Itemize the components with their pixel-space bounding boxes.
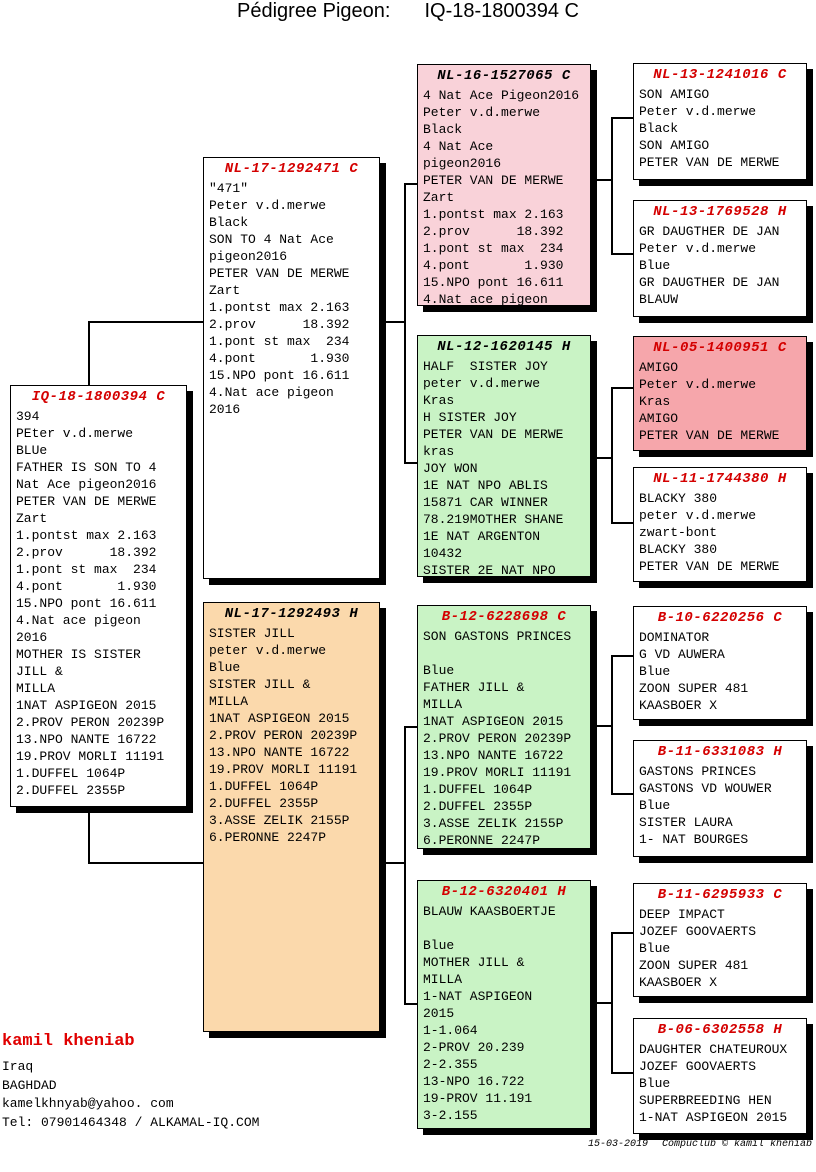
connector-line: [596, 1002, 613, 1004]
ring-number: NL-17-1292471 C: [224, 161, 359, 177]
pigeon-details: DEEP IMPACT JOZEF GOOVAERTS Blue ZOON SU…: [639, 907, 757, 990]
ring-number: NL-12-1620145 H: [437, 339, 571, 355]
connector-line: [611, 793, 634, 795]
connector-line: [611, 1072, 634, 1074]
pigeon-details: SISTER JILL peter v.d.merwe Blue SISTER …: [209, 626, 358, 845]
pigeon-details: GASTONS PRINCES GASTONS VD WOUWER Blue S…: [639, 764, 772, 847]
connector-line: [611, 387, 613, 524]
pigeon-details: AMIGO Peter v.d.merwe Kras AMIGO PETER V…: [639, 360, 780, 443]
connector-line: [611, 655, 613, 795]
ring-number: B-11-6331083 H: [657, 744, 783, 760]
ring-number: B-12-6320401 H: [441, 884, 567, 900]
connector-line: [611, 932, 613, 1074]
ring-number: NL-13-1241016 C: [653, 67, 787, 83]
connector-line: [88, 321, 90, 386]
page-title-ring-number: IQ-18-1800394 C: [424, 0, 579, 22]
page-title-label: Pédigree Pigeon:: [237, 0, 391, 22]
ring-number: B-06-6302558 H: [657, 1022, 783, 1038]
pedigree-box-dam-dam-dam: B-06-6302558 H DAUGHTER CHATEUROUX JOZEF…: [633, 1018, 807, 1134]
pigeon-details: DOMINATOR G VD AUWERA Blue ZOON SUPER 48…: [639, 630, 749, 713]
pedigree-box-sire-sire-dam: NL-13-1769528 H GR DAUGTHER DE JAN Peter…: [633, 200, 807, 317]
pigeon-details: "471" Peter v.d.merwe Black SON TO 4 Nat…: [209, 181, 350, 417]
ring-number: NL-11-1744380 H: [653, 471, 787, 487]
connector-line: [404, 462, 418, 464]
connector-line: [88, 321, 204, 323]
connector-line: [404, 183, 406, 464]
pedigree-box-dam-sire: B-12-6228698 C SON GASTONS PRINCES Blue …: [417, 605, 591, 849]
pigeon-details: HALF SISTER JOY peter v.d.merwe Kras H S…: [423, 359, 564, 577]
connector-line: [611, 387, 634, 389]
ring-number: NL-17-1292493 H: [224, 606, 359, 622]
ring-number: NL-16-1527065 C: [437, 68, 571, 84]
pigeon-details: 394 PEter v.d.merwe BLUe FATHER IS SON T…: [16, 409, 165, 798]
ring-number: B-11-6295933 C: [657, 887, 783, 903]
connector-line: [611, 117, 613, 255]
pedigree-box-dam: NL-17-1292493 H SISTER JILL peter v.d.me…: [203, 602, 380, 1032]
connector-line: [596, 725, 613, 727]
connector-line: [596, 179, 613, 181]
pedigree-box-sire-dam-dam: NL-11-1744380 H BLACKY 380 peter v.d.mer…: [633, 467, 807, 582]
pigeon-details: BLAUW KAASBOERTJE Blue MOTHER JILL & MIL…: [423, 904, 556, 1123]
connector-line: [611, 253, 634, 255]
connector-line: [611, 655, 634, 657]
pedigree-box-dam-dam-sire: B-11-6295933 C DEEP IMPACT JOZEF GOOVAER…: [633, 883, 807, 997]
pedigree-box-subject: IQ-18-1800394 C 394 PEter v.d.merwe BLUe…: [10, 385, 187, 807]
pedigree-box-sire-dam-sire: NL-05-1400951 C AMIGO Peter v.d.merwe Kr…: [633, 336, 807, 451]
connector-line: [404, 183, 418, 185]
pigeon-details: DAUGHTER CHATEUROUX JOZEF GOOVAERTS Blue…: [639, 1042, 788, 1125]
connector-line: [404, 726, 406, 1005]
pedigree-box-sire: NL-17-1292471 C "471" Peter v.d.merwe Bl…: [203, 157, 380, 579]
pedigree-box-dam-sire-sire: B-10-6220256 C DOMINATOR G VD AUWERA Blu…: [633, 606, 807, 720]
pedigree-box-dam-dam: B-12-6320401 H BLAUW KAASBOERTJE Blue MO…: [417, 880, 591, 1129]
pigeon-details: SON GASTONS PRINCES Blue FATHER JILL & M…: [423, 629, 572, 848]
pigeon-details: 4 Nat Ace Pigeon2016 Peter v.d.merwe Bla…: [423, 88, 580, 306]
pigeon-details: SON AMIGO Peter v.d.merwe Black SON AMIG…: [639, 87, 780, 170]
connector-line: [88, 805, 90, 864]
print-credit: 15-03-2019 Compuclub © kamil kheniab: [588, 1139, 812, 1150]
page-title: Pédigree Pigeon: IQ-18-1800394 C: [0, 0, 816, 23]
owner-address: Iraq BAGHDAD kamelkhnyab@yahoo. com Tel:…: [2, 1059, 260, 1130]
pedigree-box-sire-sire-sire: NL-13-1241016 C SON AMIGO Peter v.d.merw…: [633, 63, 807, 180]
pedigree-box-sire-sire: NL-16-1527065 C 4 Nat Ace Pigeon2016 Pet…: [417, 64, 591, 306]
connector-line: [611, 932, 634, 934]
connector-line: [385, 862, 406, 864]
ring-number: IQ-18-1800394 C: [31, 389, 166, 405]
ring-number: NL-05-1400951 C: [653, 340, 787, 356]
pigeon-details: GR DAUGTHER DE JAN Peter v.d.merwe Blue …: [639, 224, 780, 307]
connector-line: [385, 321, 406, 323]
pedigree-box-dam-sire-dam: B-11-6331083 H GASTONS PRINCES GASTONS V…: [633, 740, 807, 857]
connector-line: [404, 1003, 418, 1005]
pigeon-details: BLACKY 380 peter v.d.merwe zwart-bont BL…: [639, 491, 780, 574]
connector-line: [611, 117, 634, 119]
print-date: 15-03-2019: [587, 1139, 648, 1150]
connector-line: [596, 457, 613, 459]
connector-line: [88, 862, 204, 864]
ring-number: NL-13-1769528 H: [653, 204, 787, 220]
ring-number: B-12-6228698 C: [441, 609, 567, 625]
connector-line: [404, 726, 418, 728]
pedigree-box-sire-dam: NL-12-1620145 H HALF SISTER JOY peter v.…: [417, 335, 591, 577]
owner-name: kamil kheniab: [2, 1032, 135, 1051]
connector-line: [611, 522, 634, 524]
ring-number: B-10-6220256 C: [657, 610, 783, 626]
software-credit: Compuclub © kamil kheniab: [661, 1139, 812, 1150]
